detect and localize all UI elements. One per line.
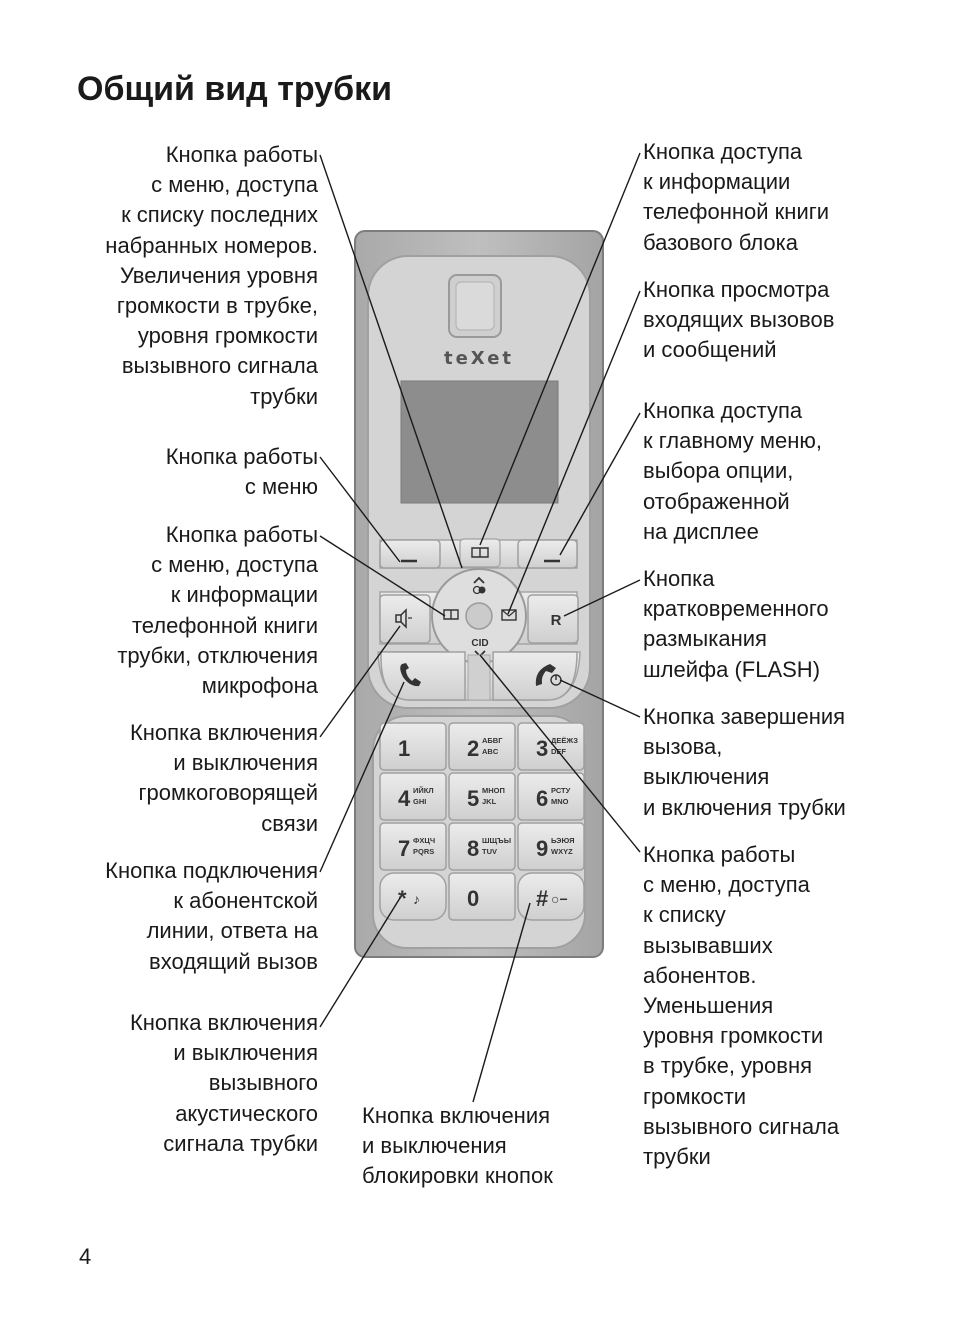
key-digit: 7 (398, 836, 410, 861)
key-digit: 8 (467, 836, 479, 861)
label-flash: Кнопка кратковременного размыкания шлейф… (643, 566, 829, 682)
label-ringer-toggle: Кнопка включения и выключения вызывного … (129, 1010, 318, 1156)
nav-up-phonebook-button[interactable] (459, 538, 501, 568)
navigation-ring[interactable] (431, 568, 527, 664)
label-end-call-power: Кнопка завершения вызова, выключения и в… (643, 704, 846, 820)
key-letters: ФХЦЧ (413, 836, 435, 845)
key-letters: WXYZ (551, 847, 573, 856)
key-digit: 4 (398, 786, 411, 811)
key-hash[interactable]: #○− (517, 872, 585, 921)
display-screen (400, 380, 559, 504)
key-letters: РСТУ (551, 786, 571, 795)
label-base-phonebook: Кнопка доступа к информации телефонной к… (643, 139, 830, 255)
key-letters: АБВГ (482, 736, 503, 745)
leader-lines (319, 152, 641, 1103)
nav-up-icon (472, 576, 486, 595)
key-digit: 3 (536, 736, 548, 761)
flash-key-label: R (551, 612, 562, 629)
key-letters: MNO (551, 797, 569, 806)
key-digit: 1 (398, 736, 410, 761)
flash-key[interactable]: R (527, 594, 579, 644)
key-digit: 5 (467, 786, 479, 811)
key-digit: 9 (536, 836, 548, 861)
key-star[interactable]: *♪ (379, 872, 447, 921)
key-digit: 6 (536, 786, 548, 811)
key-letters: ШЩЪЫ (482, 836, 511, 845)
label-keypad-lock: Кнопка включения и выключения блокировки… (362, 1103, 553, 1189)
key-digit: * (398, 886, 407, 911)
book-icon (471, 547, 489, 558)
key-letters: JKL (482, 797, 497, 806)
page-title: Общий вид трубки (77, 70, 393, 108)
key-letters: PQRS (413, 847, 434, 856)
key-letters: TUV (482, 847, 497, 856)
label-answer-call: Кнопка подключения к абонентской линии, … (105, 858, 318, 974)
label-incoming-calls-messages: Кнопка просмотра входящих вызовов и сооб… (643, 277, 835, 363)
speaker-icon (395, 608, 412, 629)
svg-text:CID: CID (471, 638, 488, 649)
key-letters: ○− (551, 891, 568, 907)
key-letters: ИЙКЛ (413, 786, 434, 795)
label-last-dialed-volume-up: Кнопка работы с меню, доступа к списку п… (105, 142, 318, 409)
page-number: 4 (79, 1244, 92, 1269)
label-main-menu: Кнопка доступа к главному меню, выбора о… (643, 398, 823, 544)
key-letters: ♪ (413, 891, 420, 907)
key-letters: ЬЭЮЯ (551, 836, 575, 845)
speakerphone-key[interactable] (379, 594, 431, 644)
key-digit: 2 (467, 736, 479, 761)
right-soft-key[interactable] (517, 539, 578, 569)
label-speakerphone: Кнопка включения и выключения громкогово… (129, 720, 318, 836)
left-soft-key[interactable] (379, 539, 441, 569)
key-letters: ABC (482, 747, 499, 756)
brand-logo: teXet (444, 348, 514, 369)
key-letters: GHI (413, 797, 426, 806)
call-answer-key[interactable] (380, 651, 466, 701)
label-left-soft-key: Кнопка работы с меню (165, 444, 318, 500)
phone-handset-icon (400, 663, 421, 687)
label-handset-phonebook-mute: Кнопка работы с меню, доступа к информац… (117, 522, 318, 699)
label-caller-id-volume-down: Кнопка работы с меню, доступа к списку в… (643, 842, 840, 1170)
key-letters: ДЕЁЖЗ (551, 736, 578, 745)
key-digit: # (536, 886, 548, 911)
key-letters: МНОП (482, 786, 505, 795)
end-call-key[interactable] (492, 651, 578, 701)
key-0[interactable]: 0 (448, 872, 516, 921)
key-digit: 0 (467, 886, 479, 911)
key-1[interactable]: 1 (379, 722, 447, 771)
